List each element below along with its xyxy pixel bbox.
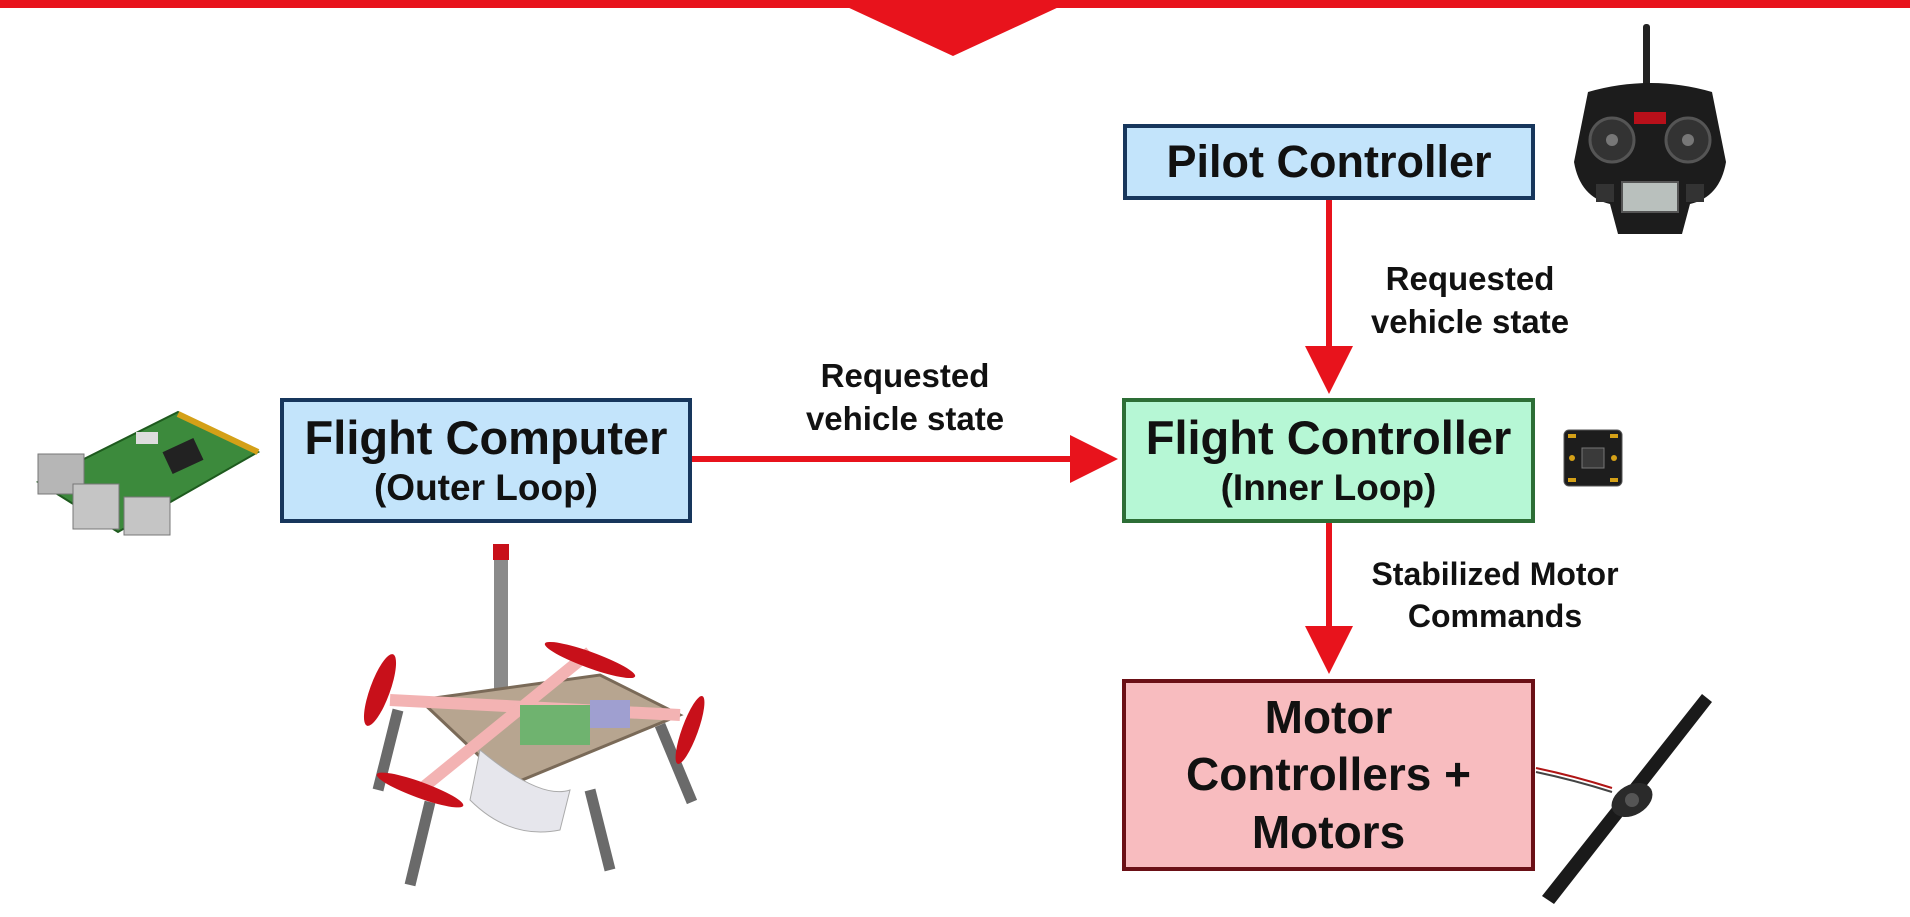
flight-computer-subtitle: (Outer Loop) xyxy=(373,467,598,508)
propeller-motor-icon xyxy=(1535,694,1712,904)
edge-label-motor-line-1: Stabilized Motor xyxy=(1371,556,1619,592)
quadcopter-drone-icon xyxy=(363,544,705,887)
motors-line-1: Motor xyxy=(1264,690,1393,743)
pilot-controller-label: Pilot Controller xyxy=(1166,136,1492,188)
flight-computer-box: Flight Computer (Outer Loop) xyxy=(280,398,692,523)
header-red-bar xyxy=(0,0,1910,8)
motor-controllers-box: Motor Controllers + Motors xyxy=(1122,679,1535,871)
flight-computer-title: Flight Computer xyxy=(304,411,668,465)
edge-label-computer-line-2: vehicle state xyxy=(805,399,1005,437)
flight-controller-title: Flight Controller xyxy=(1145,411,1512,465)
flight-controller-board-icon xyxy=(1563,429,1623,487)
flight-controller-box: Flight Controller (Inner Loop) xyxy=(1122,398,1535,523)
edge-label-computer: Requested vehicle state xyxy=(770,355,1040,441)
motors-line-3: Motors xyxy=(1251,805,1406,858)
header-red-triangle xyxy=(845,6,1061,56)
edge-label-pilot-line-2: vehicle state xyxy=(1370,302,1570,340)
edge-label-computer-line-1: Requested xyxy=(820,357,990,394)
edge-label-pilot: Requested vehicle state xyxy=(1340,258,1600,344)
single-board-computer-icon xyxy=(35,410,261,536)
motors-line-2: Controllers + xyxy=(1185,748,1471,801)
edge-label-motor: Stabilized Motor Commands xyxy=(1330,554,1660,637)
pilot-controller-box: Pilot Controller xyxy=(1123,124,1535,200)
flight-controller-subtitle: (Inner Loop) xyxy=(1220,467,1437,508)
edge-label-motor-line-2: Commands xyxy=(1407,597,1583,634)
edge-label-pilot-line-1: Requested xyxy=(1385,260,1555,297)
remote-transmitter-icon xyxy=(1574,24,1726,234)
